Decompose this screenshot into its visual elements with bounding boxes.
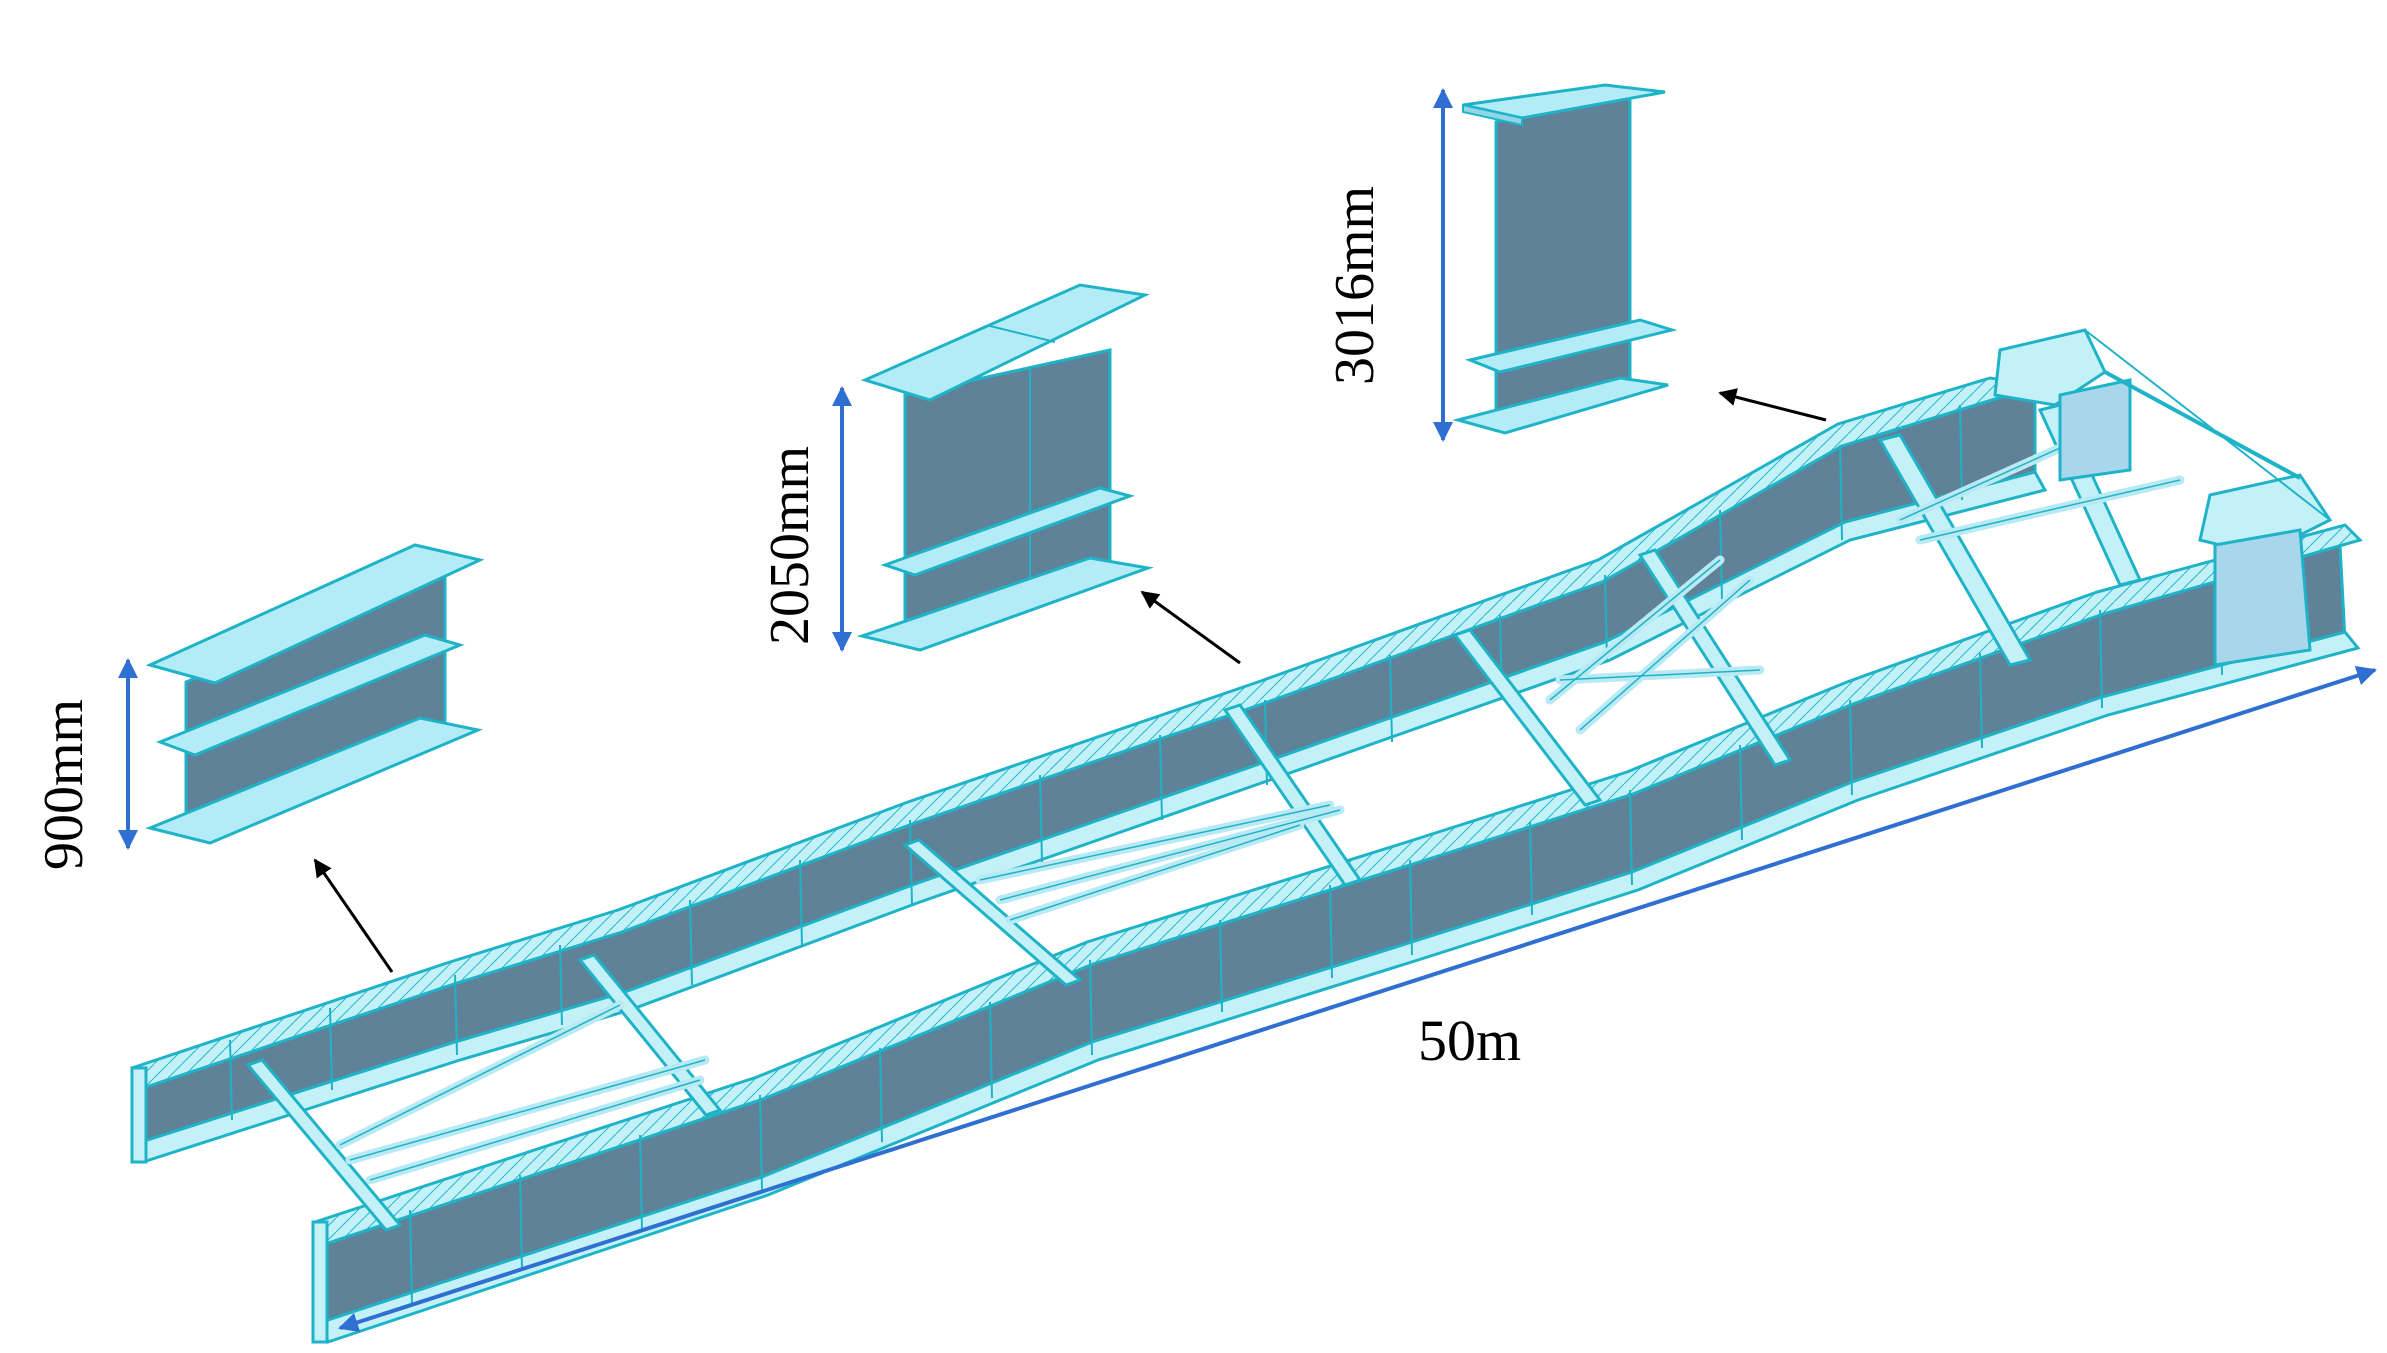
beam-section-900: 900mm: [33, 543, 485, 973]
overall-length-dimension: 50m: [338, 666, 2377, 1332]
beam-2050-mid-flange: [880, 486, 1135, 577]
overall-length-label: 50m: [1418, 1008, 1521, 1073]
beam-section-2050: 2050mm: [759, 283, 1241, 665]
beam-900-mid-flange: [155, 633, 465, 757]
beam-2050-pointer-arrow: [1140, 590, 1241, 665]
back-rail-end-plate: [130, 1066, 148, 1164]
girder-frame: [130, 328, 2363, 1344]
front-rail-end-plate: [311, 1220, 329, 1344]
beam-900-top-flange: [145, 543, 485, 685]
beam-3016-label: 3016mm: [1324, 186, 1386, 385]
end-connection-nodes: [1993, 328, 2333, 667]
overall-length-arrow: [338, 666, 2377, 1332]
beam-900-label: 900mm: [33, 699, 95, 870]
beam-3016-bottom-flange: [1452, 376, 1669, 435]
beam-2050-top-flange: [860, 283, 1150, 402]
beam-2050-label: 2050mm: [759, 446, 821, 645]
beam-3016-top-flange-front: [1462, 103, 1523, 127]
beam-2050-bottom-flange: [856, 556, 1154, 652]
beam-3016-mid-flange: [1465, 318, 1678, 374]
beam-section-3016: 3016mm: [1324, 83, 1827, 442]
bracing-strut-edges: [339, 429, 2181, 1181]
beam-900-pointer-arrow: [313, 858, 394, 973]
front-rail-top-flange: [313, 523, 2363, 1247]
bracing-struts: [335, 425, 2185, 1185]
beam-3016-pointer-arrow: [1718, 388, 1827, 422]
beam-2050-top-seam: [989, 325, 1056, 343]
